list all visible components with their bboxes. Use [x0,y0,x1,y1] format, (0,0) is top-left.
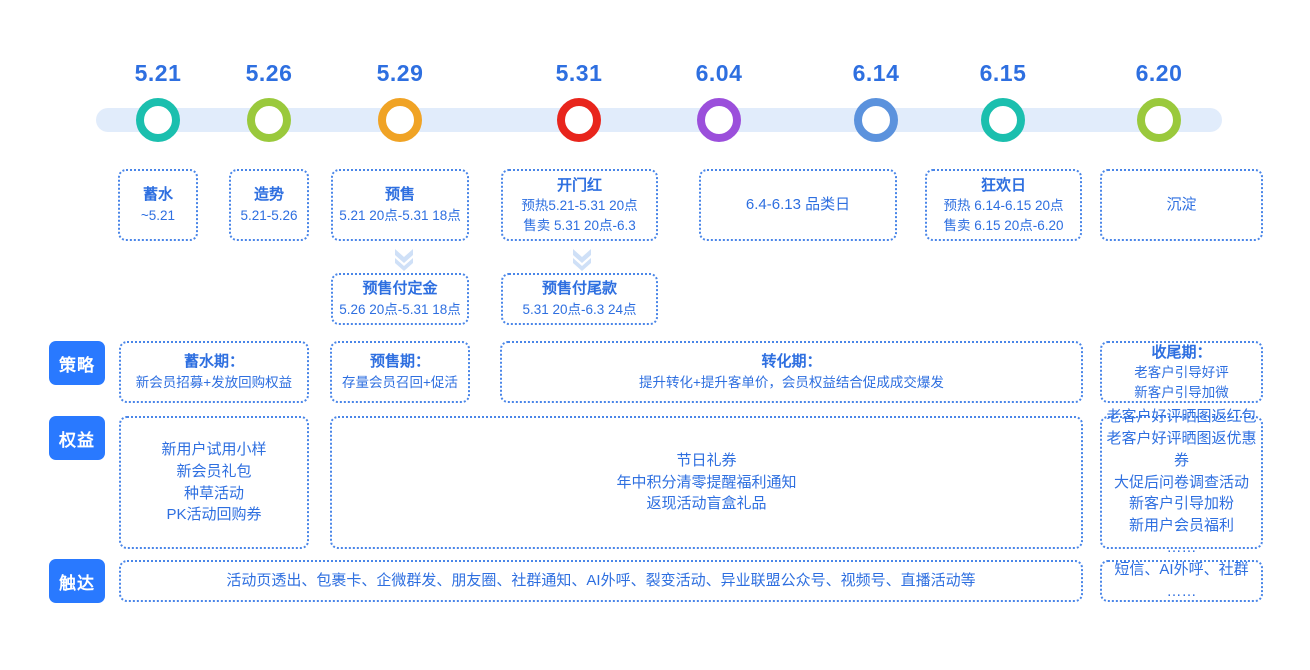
timeline-date-5-29: 5.29 [376,60,424,86]
reach-box-right[interactable]: 短信、AI外呼、社群 …… [1100,560,1263,602]
box-title: 蓄水期： [183,353,244,371]
box-line: 种草活动 [183,484,244,502]
box-line: 售卖 6.15 20点-6.20 [943,217,1064,233]
down-arrow-icon [571,246,593,272]
box-line: …… [1166,538,1197,556]
box-line: 5.21 20点-5.31 18点 [339,208,461,224]
timeline-date-6-15: 6.15 [979,60,1027,86]
phase-box-yushou[interactable]: 预售 5.21 20点-5.31 18点 [331,169,469,241]
timeline-date-5-21: 5.21 [134,60,182,86]
strategy-box-zhuanhua[interactable]: 转化期： 提升转化+提升客单价，会员权益结合促成成交爆发 [500,341,1083,403]
box-line: 5.21-5.26 [240,208,298,224]
timeline-node-5-26[interactable] [247,98,291,142]
box-line: 新用户会员福利 [1128,517,1234,535]
box-line: …… [1166,583,1197,600]
box-line: 5.26 20点-5.31 18点 [339,302,461,318]
box-line: 节日礼券 [676,451,737,469]
timeline-date-6-14: 6.14 [852,60,900,86]
timeline-node-6-15[interactable] [981,98,1025,142]
row-label-badge-策略: 策略 [49,341,105,385]
payment-box-dingjin[interactable]: 预售付定金 5.26 20点-5.31 18点 [331,273,469,325]
timeline-date-6-20: 6.20 [1135,60,1183,86]
timeline-node-5-29[interactable] [378,98,422,142]
box-line: 老客户好评晒图返优惠券 [1106,430,1257,469]
box-line: 提升转化+提升客单价，会员权益结合促成成交爆发 [639,375,944,391]
benefits-box-center[interactable]: 节日礼券年中积分清零提醒福利通知返现活动盲盒礼品 [330,416,1083,549]
box-line: 预热5.21-5.31 20点 [521,198,638,214]
phase-box-pinleiri[interactable]: 6.4-6.13 品类日 [699,169,897,241]
box-line: ~5.21 [140,208,176,224]
timeline-node-6-04[interactable] [697,98,741,142]
box-line: 新会员礼包 [176,462,252,480]
box-line: PK活动回购券 [166,506,262,524]
strategy-box-yushou[interactable]: 预售期： 存量会员召回+促活 [330,341,470,403]
box-line: 6.4-6.13 品类日 [745,196,851,214]
box-title: 造势 [253,186,284,204]
reach-box-main[interactable]: 活动页透出、包裹卡、企微群发、朋友圈、社群通知、AI外呼、裂变活动、异业联盟公众… [119,560,1083,602]
box-line: 5.31 20点-6.3 24点 [522,302,637,318]
phase-box-zaoshi[interactable]: 造势 5.21-5.26 [229,169,309,241]
box-title: 蓄水 [142,186,173,204]
box-line: 新用户试用小样 [161,441,267,458]
box-line: 沉淀 [1166,196,1197,214]
box-title: 转化期： [761,353,822,371]
box-title: 开门红 [556,176,602,194]
box-line: 存量会员召回+促活 [342,375,458,391]
box-line: 售卖 5.31 20点-6.3 [523,217,636,233]
box-title: 预售付尾款 [541,280,617,298]
box-title: 预售付定金 [362,280,438,298]
box-title: 预售 [384,186,415,204]
box-line: 新客户引导加微 [1134,384,1229,400]
timeline-node-6-20[interactable] [1137,98,1181,142]
timeline-node-6-14[interactable] [854,98,898,142]
phase-box-kaimenhong[interactable]: 开门红预热5.21-5.31 20点售卖 5.31 20点-6.3 [501,169,658,241]
timeline-date-5-31: 5.31 [555,60,603,86]
box-line: 新会员招募+发放回购权益 [135,375,293,391]
box-line: 老客户引导好评 [1134,365,1229,381]
box-title: 收尾期： [1151,343,1212,361]
box-title: 狂欢日 [980,176,1026,194]
box-line: 短信、AI外呼、社群 [1114,561,1249,579]
payment-box-weikuan[interactable]: 预售付尾款 5.31 20点-6.3 24点 [501,273,658,325]
strategy-box-xushui[interactable]: 蓄水期： 新会员招募+发放回购权益 [119,341,309,403]
timeline-node-5-21[interactable] [136,98,180,142]
benefits-box-left[interactable]: 新用户试用小样新会员礼包种草活动 PK活动回购券 [119,416,309,549]
row-label-badge-权益: 权益 [49,416,105,460]
phase-box-xushui[interactable]: 蓄水 ~5.21 [118,169,198,241]
box-line: 预热 6.14-6.15 20点 [943,198,1064,214]
timeline-date-5-26: 5.26 [245,60,293,86]
phase-box-chendian[interactable]: 沉淀 [1100,169,1263,241]
box-line: 新客户引导加粉 [1128,495,1234,513]
box-title: 预售期： [369,353,430,371]
timeline-date-6-04: 6.04 [695,60,743,86]
phase-box-kuanhuanri[interactable]: 狂欢日预热 6.14-6.15 20点售卖 6.15 20点-6.20 [925,169,1082,241]
box-line: 活动页透出、包裹卡、企微群发、朋友圈、社群通知、AI外呼、裂变活动、异业联盟公众… [226,572,976,590]
row-label-badge-触达: 触达 [49,559,105,603]
box-line: 年中积分清零提醒福利通知 [616,473,797,491]
box-line: 大促后问卷调查活动 [1113,473,1249,491]
timeline-node-5-31[interactable] [557,98,601,142]
strategy-box-shouwei[interactable]: 收尾期： 老客户引导好评新客户引导加微 [1100,341,1263,403]
box-line: 返现活动盲盒礼品 [646,495,767,513]
benefits-box-right[interactable]: 老客户好评晒图返红包老客户好评晒图返优惠券大促后问卷调查活动新客户引导加粉新用户… [1100,408,1263,556]
box-line: 老客户好评晒图返红包 [1106,408,1257,426]
down-arrow-icon [393,246,415,272]
